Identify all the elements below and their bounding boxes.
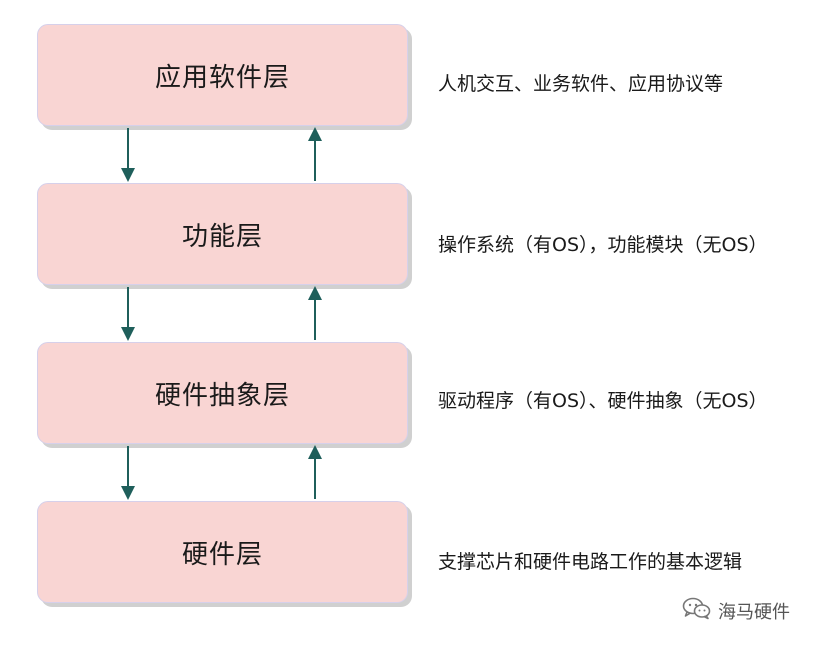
layer-description-hardware: 支撑芯片和硬件电路工作的基本逻辑 [438, 551, 743, 573]
layer-label: 应用软件层 [154, 62, 290, 93]
watermark-text: 海马硬件 [718, 601, 790, 623]
watermark: 海马硬件 [682, 596, 790, 625]
layer-description-hal: 驱动程序（有OS）、硬件抽象（无OS） [438, 390, 768, 412]
layer-label: 硬件抽象层 [154, 380, 290, 411]
layer-box-application: 应用软件层 [37, 24, 408, 126]
layer-box-hardware: 硬件层 [37, 501, 408, 603]
layer-description-function: 操作系统（有OS），功能模块（无OS） [438, 234, 768, 256]
wechat-icon [682, 596, 712, 625]
layer-box-function: 功能层 [37, 183, 408, 285]
layer-box-hal: 硬件抽象层 [37, 342, 408, 444]
layer-label: 功能层 [181, 221, 263, 252]
layer-description-application: 人机交互、业务软件、应用协议等 [438, 73, 724, 95]
layer-label: 硬件层 [181, 539, 263, 570]
